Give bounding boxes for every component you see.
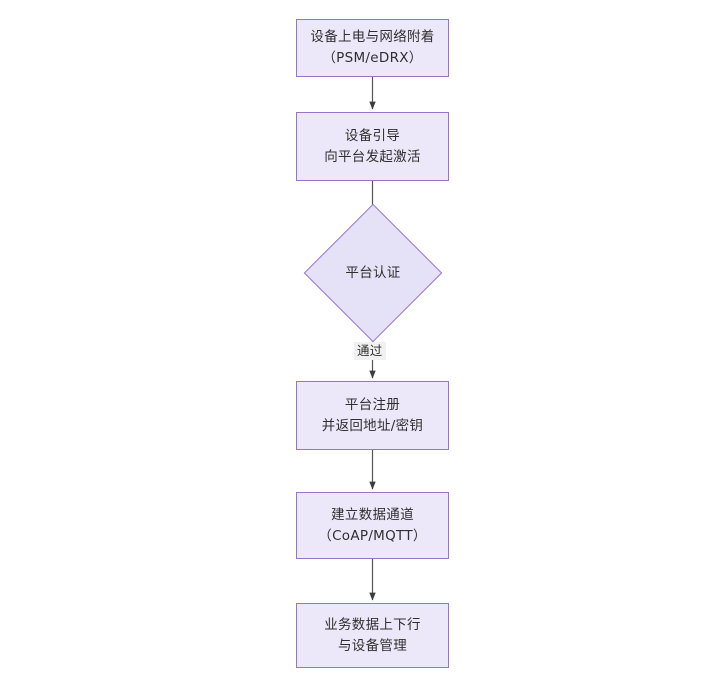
node-line: 并返回地址/密钥 bbox=[321, 417, 424, 434]
node-line: 平台认证 bbox=[345, 264, 401, 281]
node-establish-data-channel[interactable]: 建立数据通道 （CoAP/MQTT） bbox=[296, 492, 449, 559]
node-line: （CoAP/MQTT） bbox=[318, 527, 427, 544]
node-business-data-and-device-mgmt[interactable]: 业务数据上下行 与设备管理 bbox=[296, 603, 449, 668]
node-platform-register[interactable]: 平台注册 并返回地址/密钥 bbox=[296, 381, 449, 450]
node-line: 业务数据上下行 bbox=[324, 616, 421, 633]
node-line: 与设备管理 bbox=[338, 637, 407, 654]
node-line: 设备上电与网络附着 bbox=[310, 29, 435, 46]
node-platform-auth[interactable]: 平台认证 bbox=[303, 203, 443, 343]
node-device-bootstrap[interactable]: 设备引导 向平台发起激活 bbox=[296, 112, 449, 181]
node-line: 建立数据通道 bbox=[331, 506, 414, 523]
node-line: 设备引导 bbox=[344, 127, 401, 144]
node-line: （PSM/eDRX） bbox=[322, 50, 423, 66]
node-device-power-on[interactable]: 设备上电与网络附着 （PSM/eDRX） bbox=[296, 19, 449, 77]
node-line: 平台注册 bbox=[344, 396, 401, 413]
node-line: 向平台发起激活 bbox=[324, 148, 421, 165]
edge-label-pass: 通过 bbox=[354, 342, 386, 361]
